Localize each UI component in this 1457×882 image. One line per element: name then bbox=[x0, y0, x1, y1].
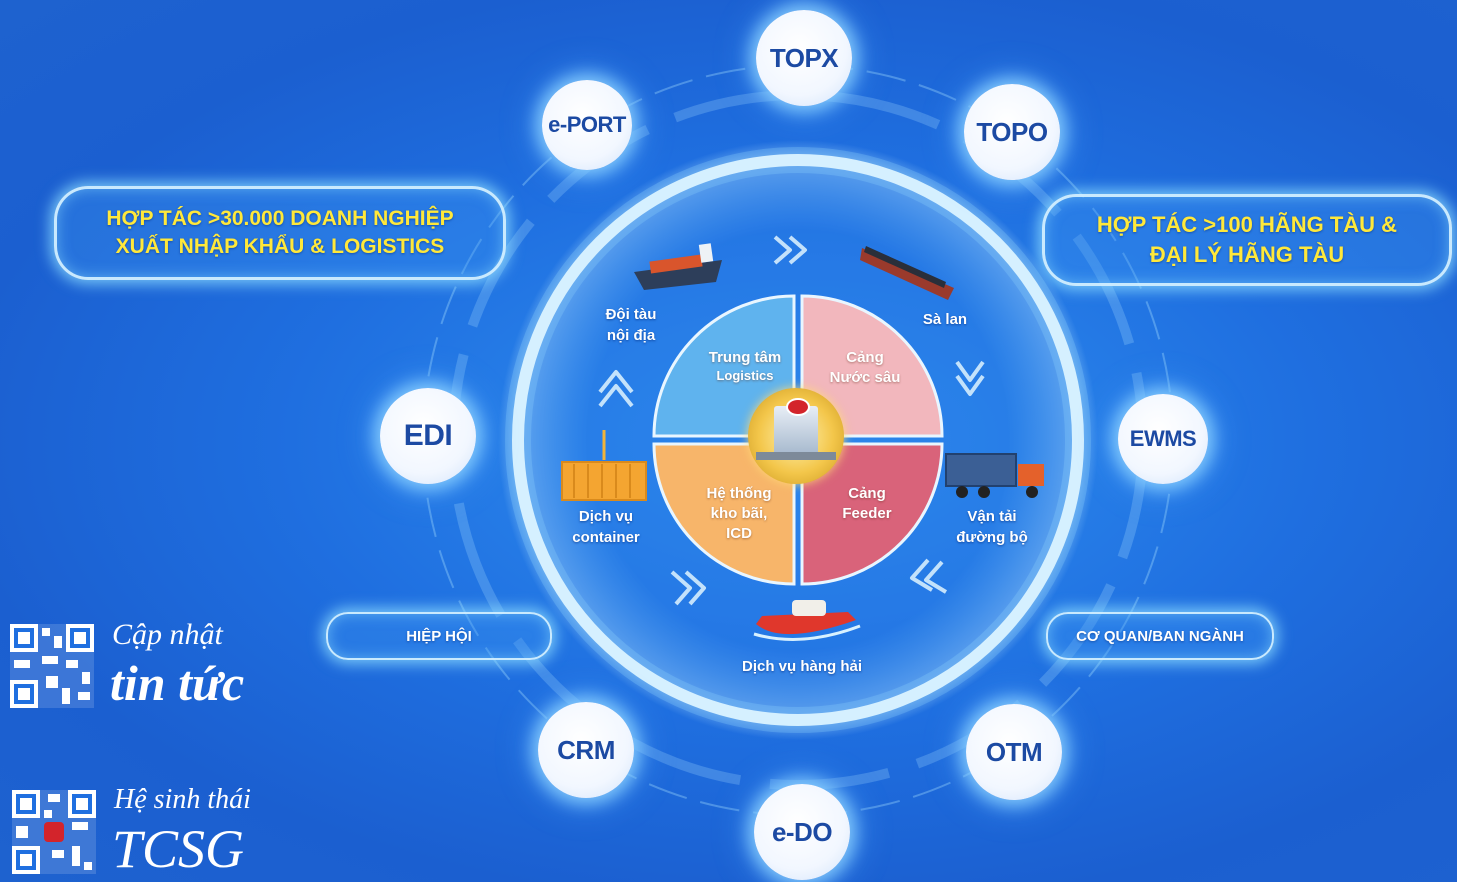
edi-bubble[interactable]: EDI bbox=[380, 388, 476, 484]
center-emblem-icon bbox=[748, 388, 844, 484]
news-line2: tin tức bbox=[110, 655, 245, 711]
eport-bubble[interactable]: e-PORT bbox=[542, 80, 632, 170]
crm-bubble[interactable]: CRM bbox=[538, 702, 634, 798]
quadrant-feeder bbox=[800, 442, 944, 586]
otm-bubble[interactable]: OTM bbox=[966, 704, 1062, 800]
topx-bubble[interactable]: TOPX bbox=[756, 10, 852, 106]
truck-icon bbox=[945, 453, 1044, 498]
ewms-bubble[interactable]: EWMS bbox=[1118, 394, 1208, 484]
core-quadrant-circle bbox=[652, 294, 944, 586]
authorities-pill: CƠ QUAN/BAN NGÀNH bbox=[1046, 612, 1274, 660]
service-barge-label: Sà lan bbox=[922, 311, 968, 328]
news-qr-code-icon bbox=[10, 624, 94, 708]
barge-icon bbox=[860, 246, 954, 300]
container-icon bbox=[561, 430, 647, 501]
service-maritime-label: Dịch vụ hàng hải bbox=[741, 658, 862, 675]
quadrant-logistics bbox=[652, 294, 796, 438]
ecosystem-qr-code-icon bbox=[12, 790, 96, 874]
topo-bubble[interactable]: TOPO bbox=[964, 84, 1060, 180]
ecosystem-line1: Hệ sinh thái bbox=[114, 784, 251, 815]
quadrant-deep-port bbox=[800, 294, 944, 438]
ecosystem-line2: TCSG bbox=[112, 819, 245, 879]
rescue-boat-icon bbox=[753, 600, 861, 641]
news-line1: Cập nhật bbox=[112, 618, 223, 651]
partners-shipping-lines-pill: HỢP TÁC >100 HÃNG TÀU &ĐẠI LÝ HÃNG TÀU bbox=[1042, 194, 1452, 286]
quadrant-warehouse bbox=[652, 442, 796, 586]
cargo-ship-icon bbox=[634, 243, 722, 290]
association-pill: HIỆP HỘI bbox=[326, 612, 552, 660]
edo-bubble[interactable]: e-DO bbox=[754, 784, 850, 880]
